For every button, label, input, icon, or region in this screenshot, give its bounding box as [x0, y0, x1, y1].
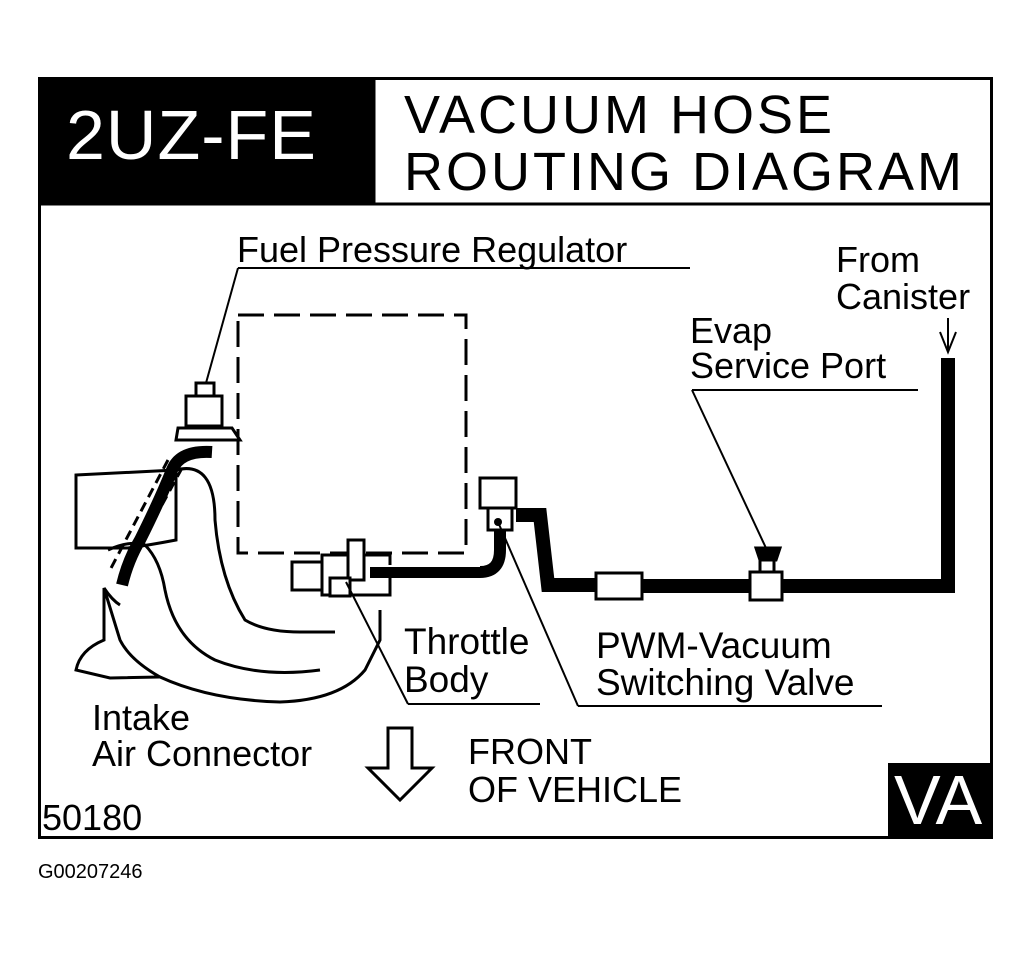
regulator-hose-dashed — [108, 459, 170, 571]
label-canister: Canister — [836, 276, 971, 317]
region-badge-text: VA — [894, 761, 983, 839]
label-front: FRONT — [468, 731, 592, 772]
vsv-to-filter-hose — [516, 508, 596, 592]
evap-leader — [691, 389, 767, 549]
label-pwm-vacuum: PWM-Vacuum — [596, 625, 832, 666]
throttle-body-leader — [345, 581, 409, 705]
label-fuel-pressure-regulator: Fuel Pressure Regulator — [237, 229, 628, 270]
diagram-frame — [38, 77, 993, 839]
label-throttle: Throttle — [404, 621, 530, 662]
region-badge — [888, 763, 993, 839]
regulator-hose-dashed-2 — [122, 467, 184, 576]
figure-id: G00207246 — [38, 861, 143, 883]
label-service-port: Service Port — [690, 345, 887, 386]
regulator-vacuum-hose — [116, 445, 213, 587]
diagram-title-line1: VACUUM HOSE — [404, 85, 836, 145]
label-evap: Evap — [690, 310, 773, 351]
fuel-pressure-regulator — [174, 381, 243, 442]
engine-code: 2UZ-FE — [66, 96, 317, 174]
fpr-leader-line — [205, 267, 239, 384]
label-body: Body — [404, 659, 489, 700]
front-arrow — [364, 726, 436, 803]
inline-filter — [594, 571, 644, 601]
label-switching-valve: Switching Valve — [596, 662, 855, 703]
vsv-leader — [497, 521, 579, 707]
port-to-canister-hose — [782, 358, 955, 593]
pwm-vacuum-switching-valve — [478, 476, 518, 532]
throttle-body — [290, 538, 392, 598]
diagram-title-line2: ROUTING DIAGRAM — [404, 142, 966, 202]
label-from: From — [836, 239, 920, 280]
evap-service-port — [748, 546, 784, 602]
canister-arrow — [939, 318, 957, 355]
air-cleaner-outline — [236, 313, 468, 555]
engine-code-badge — [38, 77, 374, 204]
label-intake: Intake — [92, 697, 191, 738]
diagram-code: 50180 — [42, 797, 143, 838]
label-of-vehicle: OF VEHICLE — [468, 769, 683, 810]
throttle-to-vsv-hose — [370, 530, 506, 578]
label-air-connector: Air Connector — [92, 733, 313, 774]
